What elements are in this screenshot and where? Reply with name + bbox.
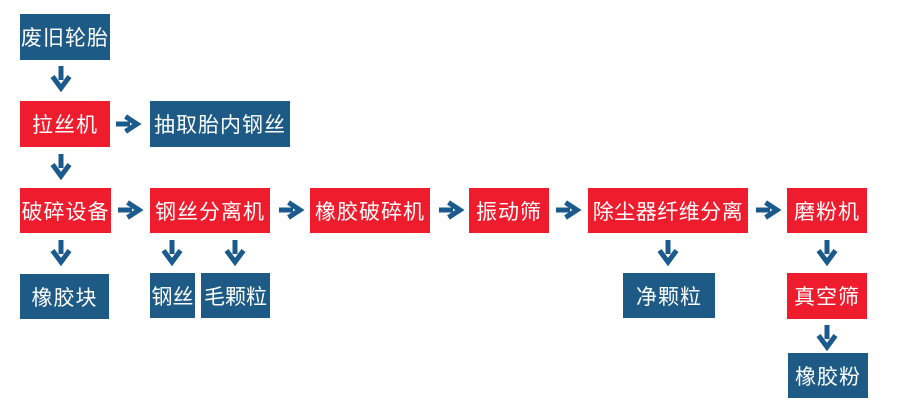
arrow-right-icon <box>118 200 144 220</box>
node-rubber-blocks: 橡胶块 <box>20 274 109 319</box>
node-grinding-machine: 磨粉机 <box>787 188 867 233</box>
node-vacuum-screen: 真空筛 <box>787 273 867 319</box>
arrow-down-icon <box>657 240 679 267</box>
node-wire-drawing-machine: 拉丝机 <box>20 101 110 147</box>
node-clean-granules: 净颗粒 <box>623 273 715 318</box>
node-dust-fiber-separator: 除尘器纤维分离 <box>588 188 748 233</box>
arrow-down-icon <box>50 240 72 267</box>
node-waste-tire: 废旧轮胎 <box>20 14 110 60</box>
node-crushing-equipment: 破碎设备 <box>20 188 111 233</box>
arrow-right-icon <box>116 114 142 134</box>
node-vibrating-screen: 振动筛 <box>469 188 549 233</box>
arrow-down-icon <box>50 66 72 93</box>
node-rubber-powder: 橡胶粉 <box>788 353 868 398</box>
node-steel-wire: 钢丝 <box>150 273 195 318</box>
arrow-right-icon <box>756 200 782 220</box>
arrow-down-icon <box>50 154 72 181</box>
arrow-right-icon <box>279 200 305 220</box>
arrow-down-icon <box>816 325 838 352</box>
arrow-right-icon <box>556 200 582 220</box>
arrow-down-icon <box>224 240 246 267</box>
arrow-down-icon <box>161 240 183 267</box>
node-rough-granules: 毛颗粒 <box>201 273 270 318</box>
node-rubber-crusher: 橡胶破碎机 <box>310 188 430 233</box>
node-steel-wire-separator: 钢丝分离机 <box>150 188 270 233</box>
arrow-right-icon <box>439 200 465 220</box>
node-extract-bead-wire: 抽取胎内钢丝 <box>150 101 290 147</box>
arrow-down-icon <box>816 240 838 267</box>
